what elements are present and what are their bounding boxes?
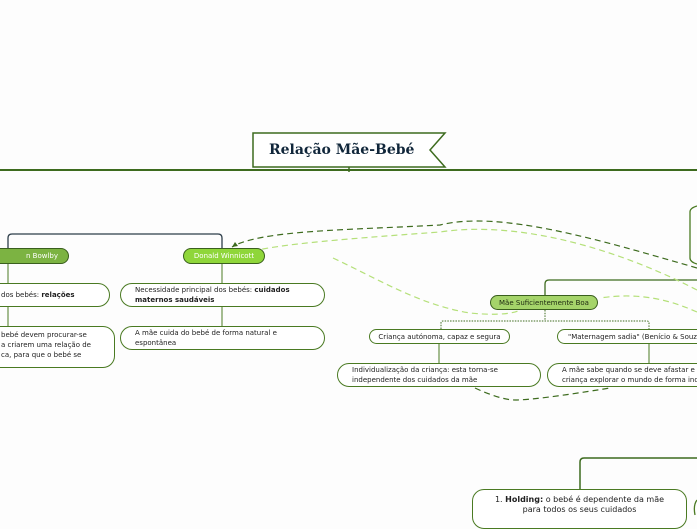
bowlby-box-1-bold: relações: [41, 291, 75, 299]
branch-line-holding: [579, 457, 697, 489]
dashed-relation-light-2: [332, 257, 521, 315]
title-flag-shape: [252, 132, 447, 168]
branch-line-theorists: [7, 233, 223, 250]
bowlby-box-1[interactable]: dos bebés: relações: [0, 283, 110, 307]
dashed-relation-light-3: [599, 295, 697, 313]
holding-label: Holding:: [505, 495, 544, 504]
holding-number: 1.: [494, 495, 506, 504]
winnicott-box-1[interactable]: Necessidade principal dos bebés: cuidado…: [120, 283, 325, 307]
bowlby-box-2-line: a criarem uma relação de: [1, 341, 91, 349]
criança-autonoma-node[interactable]: Criança autónoma, capaz e segura: [369, 329, 510, 344]
offscreen-node-right: [689, 205, 697, 265]
maternagem-sadia-node[interactable]: "Maternagem sadia" (Benício & Souza,: [557, 329, 697, 344]
bowlby-box-1-text: dos bebés:: [1, 291, 42, 299]
topic-donald-winnicott[interactable]: Donald Winnicott: [183, 248, 265, 264]
dashed-relation-bottom: [474, 387, 611, 401]
winnicott-box-2[interactable]: A mãe cuida do bebé de forma natural e e…: [120, 326, 325, 350]
dashed-relation-dark: [231, 220, 697, 269]
bowlby-box-2-line: ca, para que o bebé se: [1, 351, 82, 359]
branch-line-mae: [544, 279, 697, 295]
mae-sabe-afastar-box[interactable]: A mãe sabe quando se deve afastar e d cr…: [547, 363, 697, 387]
holding-text: o bebé é dependente da mãe para todos os…: [522, 495, 665, 514]
holding-box[interactable]: 1. Holding: o bebé é dependente da mãe p…: [472, 489, 687, 529]
bowlby-box-2-line: bebé devem procurar-se: [1, 331, 87, 339]
individualizacao-box[interactable]: Individualização da criança: esta torna-…: [337, 363, 541, 387]
bowlby-box-2[interactable]: bebé devem procurar-se a criarem uma rel…: [0, 326, 115, 368]
winnicott-box-1-bold: cuidados maternos saudáveis: [135, 286, 290, 304]
topic-mae-suficientemente-boa[interactable]: Mãe Suficientemente Boa: [490, 295, 598, 310]
winnicott-box-1-text: Necessidade principal dos bebés:: [135, 286, 255, 294]
topic-bowlby[interactable]: n Bowlby: [0, 248, 69, 264]
central-topic-title[interactable]: Relação Mãe-Bebé: [269, 142, 415, 158]
dashed-relation-light-1: [241, 228, 697, 291]
